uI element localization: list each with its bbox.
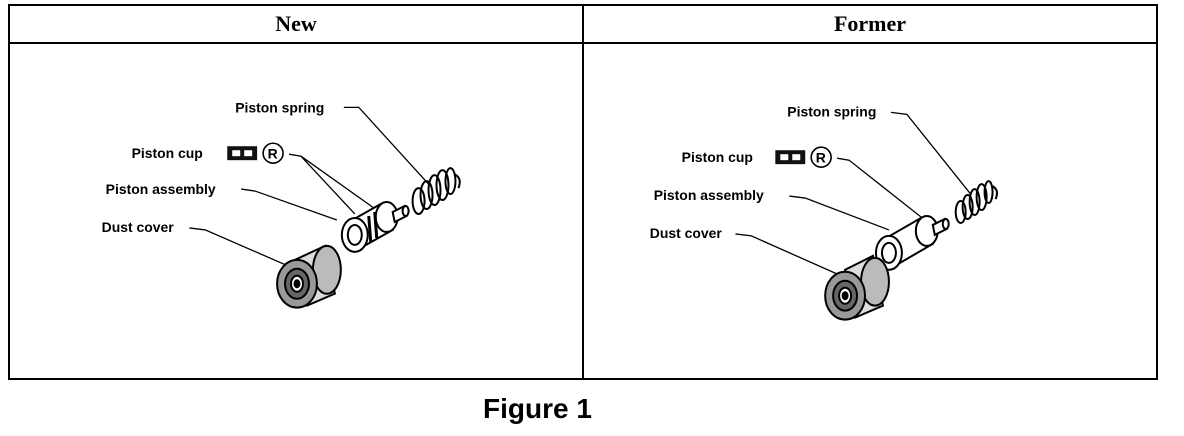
- diagram-new: Piston spring Piston cup R Piston assemb…: [102, 99, 461, 309]
- dust-cover-icon: [824, 254, 890, 321]
- leader-piston-spring: [343, 106, 430, 185]
- leader-piston-cup: [837, 157, 926, 221]
- figure-table: New Former Piston spring Piston cup R Pi…: [8, 4, 1158, 380]
- leader-piston-cup: [288, 153, 378, 215]
- spring-icon: [954, 180, 999, 224]
- column-header-new: New: [10, 6, 584, 44]
- label-piston-assembly: Piston assembly: [654, 187, 764, 203]
- piston-assembly-icon: [340, 201, 410, 253]
- leader-piston-assembly: [241, 188, 338, 221]
- svg-text:R: R: [816, 150, 826, 166]
- label-piston-cup: Piston cup: [682, 149, 753, 165]
- leader-piston-spring: [890, 111, 972, 195]
- svg-text:R: R: [268, 146, 278, 162]
- pbc-label-icon: [775, 150, 806, 165]
- registered-circle-icon: R: [262, 142, 284, 164]
- column-header-former: Former: [584, 6, 1156, 44]
- registered-circle-icon: R: [810, 146, 832, 168]
- spring-icon: [411, 167, 461, 215]
- pbc-label-icon: [227, 146, 258, 161]
- label-dust-cover: Dust cover: [650, 225, 723, 241]
- label-dust-cover: Dust cover: [102, 219, 175, 235]
- figure-caption: Figure 1: [483, 393, 592, 424]
- leader-dust-cover: [189, 227, 298, 271]
- label-piston-cup: Piston cup: [132, 145, 203, 161]
- leader-dust-cover: [735, 233, 842, 277]
- diagram-former: Piston spring Piston cup R Piston assemb…: [650, 103, 999, 321]
- leader-piston-assembly: [789, 195, 890, 231]
- label-piston-spring: Piston spring: [235, 99, 324, 115]
- label-piston-spring: Piston spring: [787, 103, 876, 119]
- piston-assembly-icon: [874, 214, 950, 271]
- panel-former: Piston spring Piston cup R Piston assemb…: [584, 44, 1156, 378]
- panel-new: Piston spring Piston cup R Piston assemb…: [10, 44, 584, 378]
- dust-cover-icon: [276, 244, 342, 309]
- label-piston-assembly: Piston assembly: [106, 181, 216, 197]
